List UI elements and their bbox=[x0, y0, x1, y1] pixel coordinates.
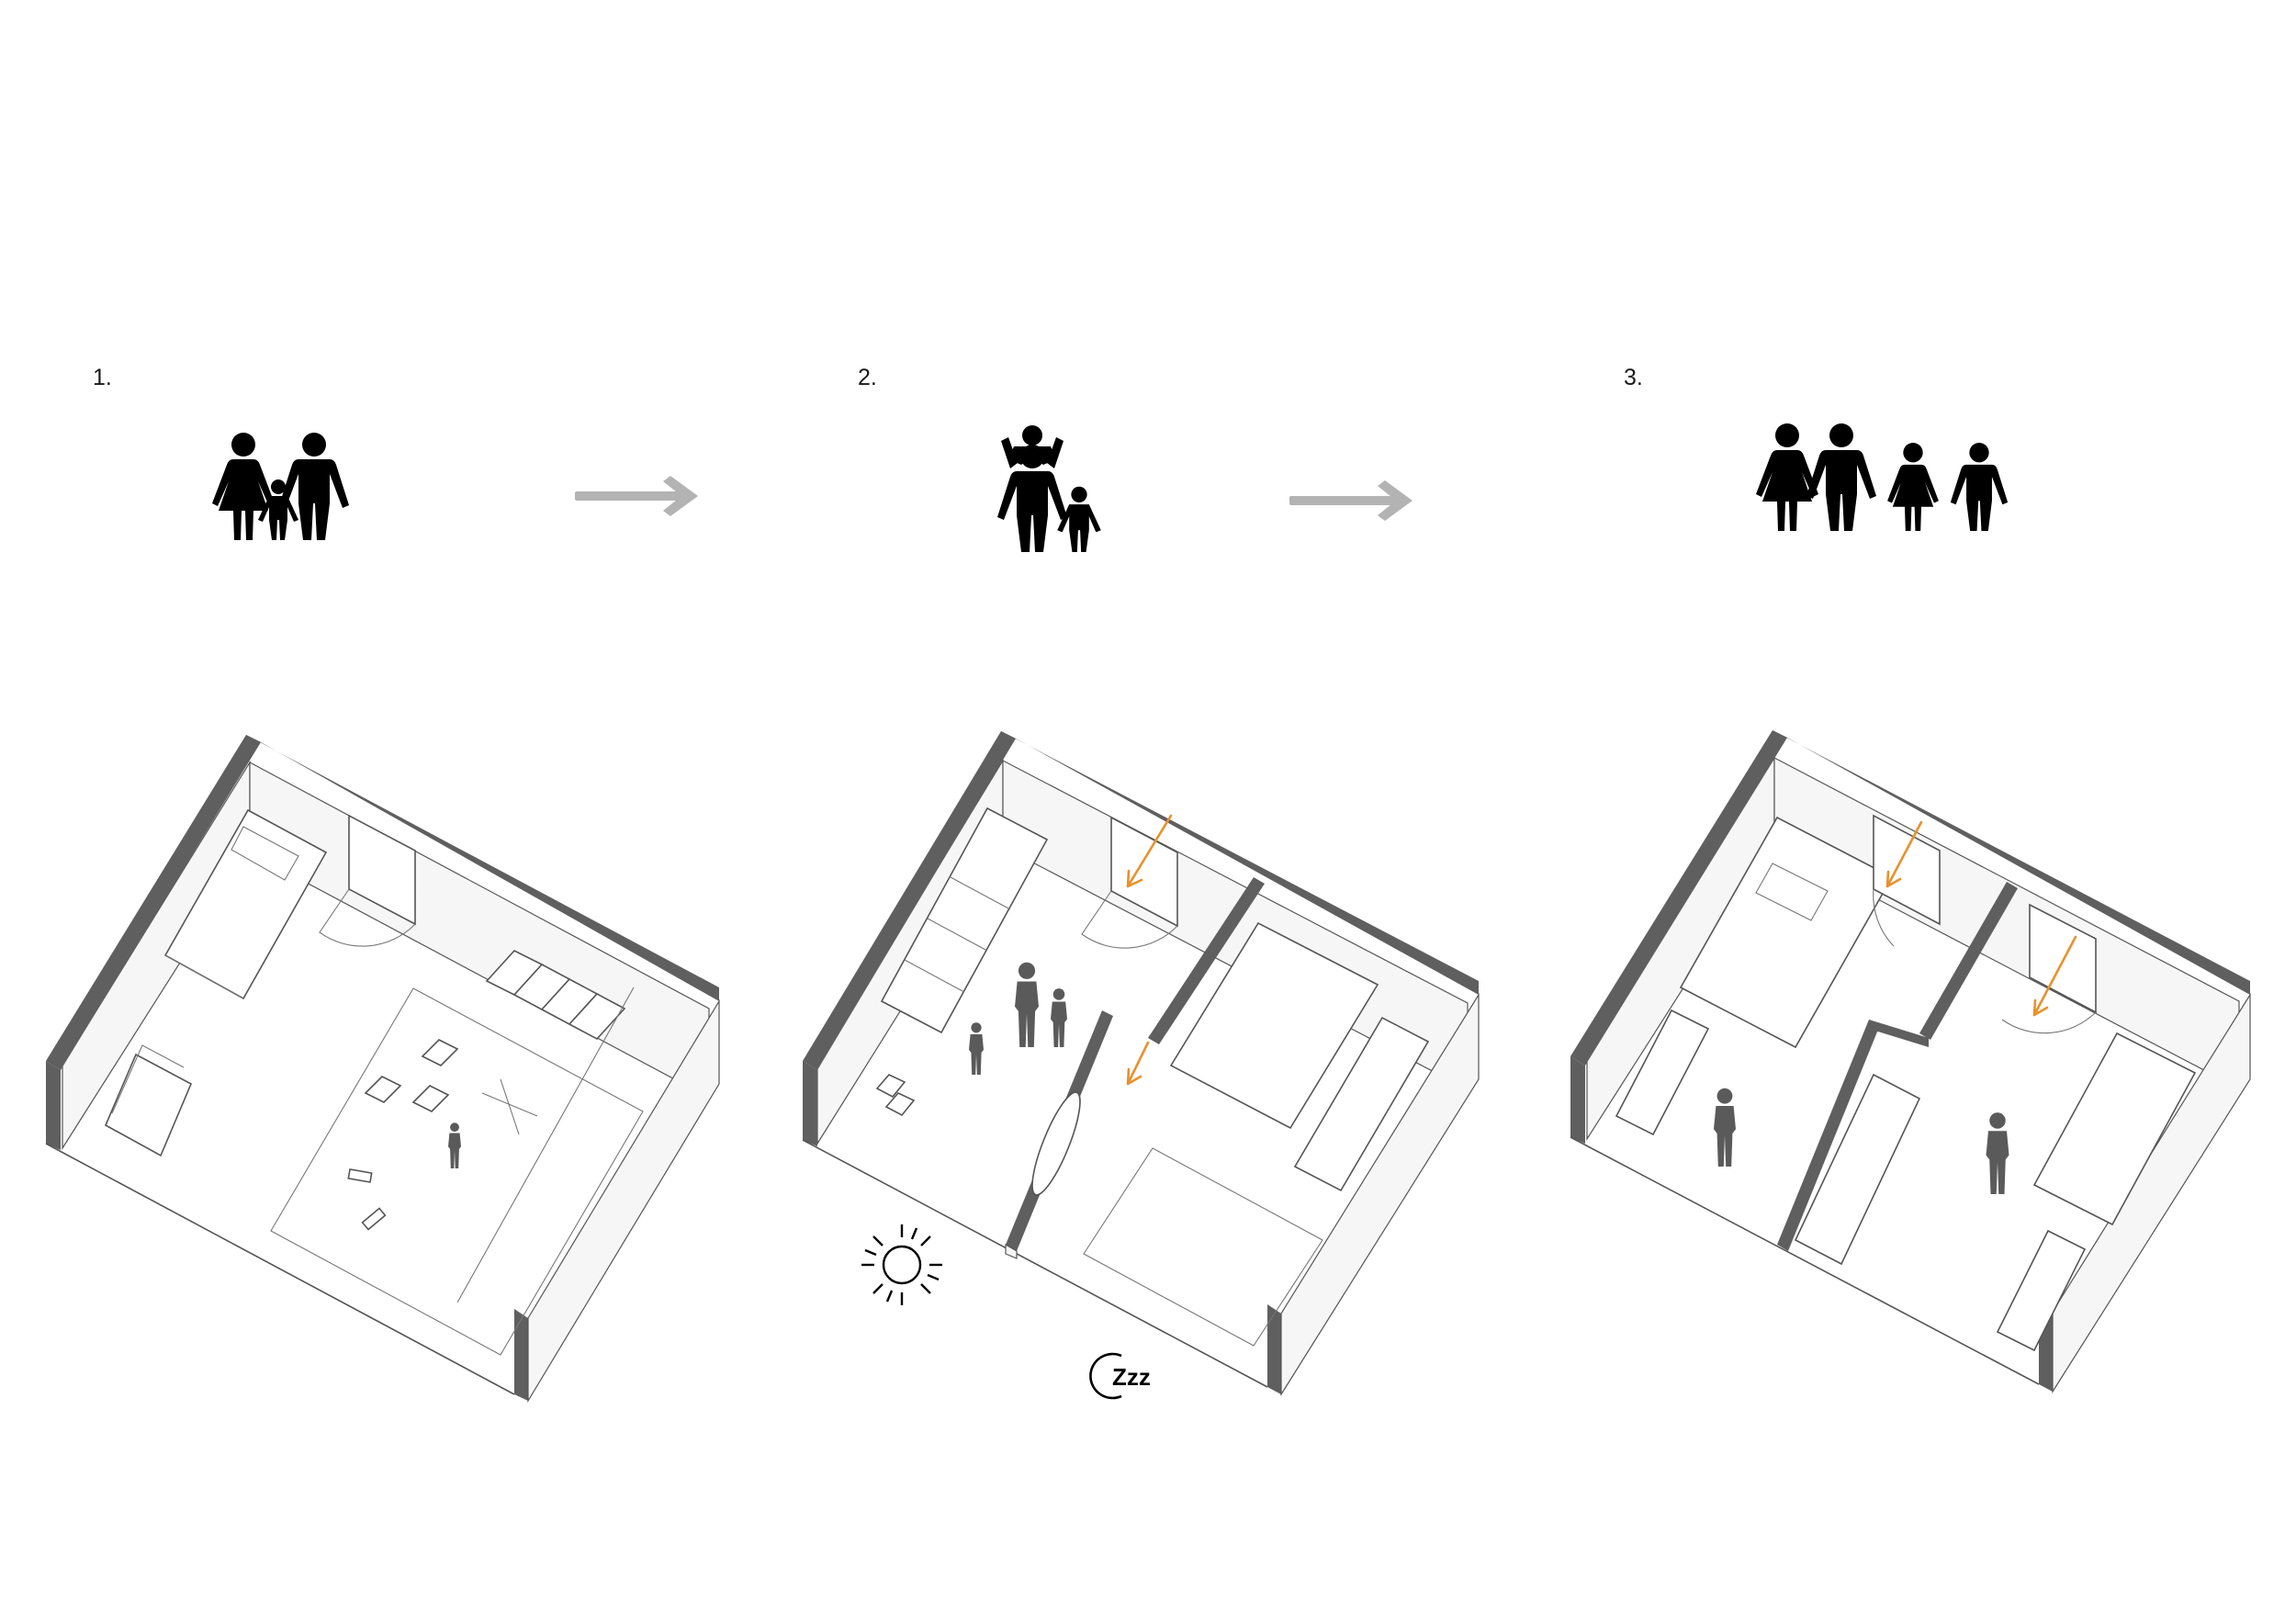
room-plan-1 bbox=[45, 735, 720, 1404]
sun-icon bbox=[861, 1224, 942, 1305]
room-plan-3 bbox=[1570, 730, 2251, 1394]
room-plan-2 bbox=[802, 731, 1480, 1397]
sleep-moon-icon: Zzz bbox=[1089, 1352, 1151, 1400]
sleep-text: Zzz bbox=[1112, 1363, 1151, 1391]
step-number-1: 1. bbox=[93, 365, 112, 390]
step-number-2: 2. bbox=[858, 365, 877, 390]
family-four-adults-icon bbox=[1756, 423, 2009, 531]
right-arrow-icon bbox=[1289, 480, 1412, 521]
parent-carrying-children-icon bbox=[997, 425, 1101, 552]
right-arrow-icon bbox=[575, 476, 698, 516]
step-number-3: 3. bbox=[1624, 365, 1643, 390]
family-parents-one-child-icon bbox=[212, 433, 349, 540]
